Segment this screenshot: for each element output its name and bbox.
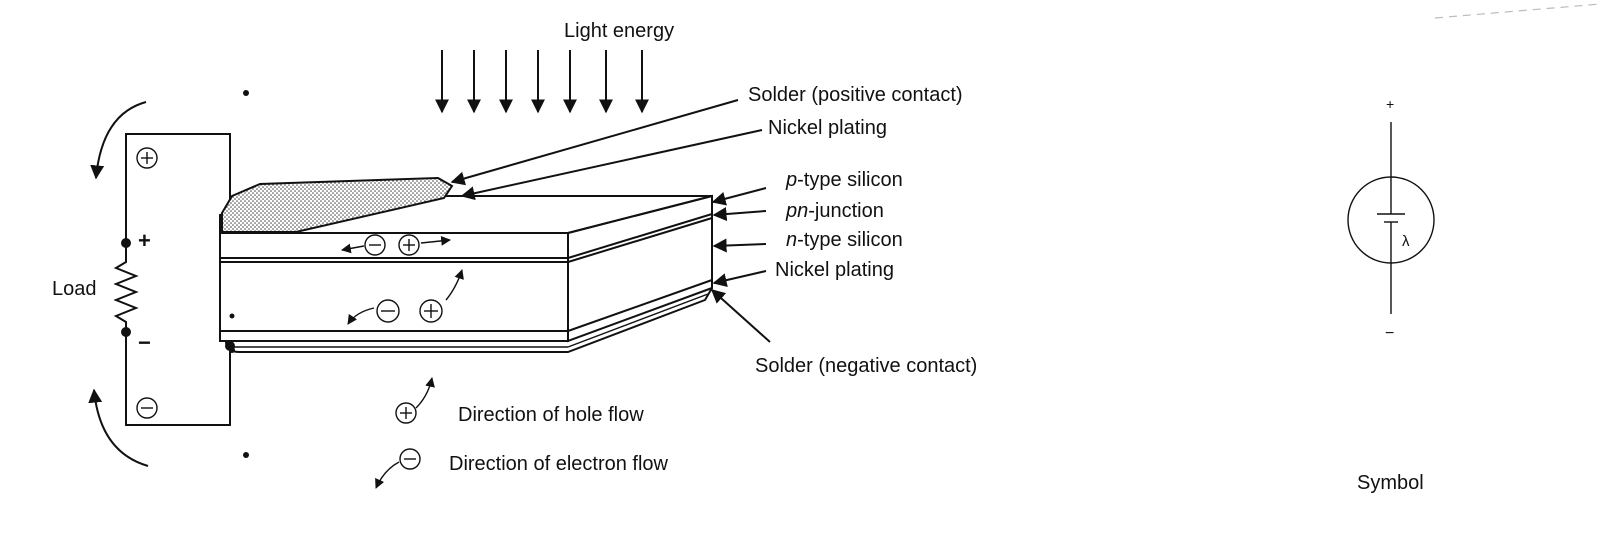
p-type-silicon-label: p-type silicon <box>785 169 903 191</box>
terminal-dot <box>121 327 131 337</box>
current-arrow-top <box>90 101 147 180</box>
carrier-hole-icon <box>419 299 443 323</box>
electron-arrow <box>347 307 375 325</box>
solar-cell-symbol: + λ − <box>1347 96 1435 342</box>
hole-arrow <box>445 269 464 301</box>
load-label: Load <box>52 278 97 300</box>
legend-electron-icon <box>375 448 421 489</box>
front-face <box>219 232 569 342</box>
nickel-plating-top-label: Nickel plating <box>768 117 887 139</box>
symbol-lambda: λ <box>1402 233 1410 250</box>
current-arrow-bottom <box>88 388 149 467</box>
light-energy-label: Light energy <box>564 20 674 42</box>
nickel-plating-bottom-label: Nickel plating <box>775 259 894 281</box>
circled-minus-icon <box>136 397 158 419</box>
legend-electron-flow-label: Direction of electron flow <box>449 453 669 475</box>
top-solder <box>221 176 454 233</box>
solar-cell-block <box>219 176 713 353</box>
pn-junction-label: pn-junction <box>785 200 884 222</box>
carrier-electron-icon <box>376 299 400 323</box>
hole-arrow <box>420 236 451 246</box>
terminal-dot <box>121 238 131 248</box>
carrier-hole-icon <box>398 234 420 256</box>
load-plus-sign: + <box>138 228 151 253</box>
scan-dashed-line <box>1434 3 1600 19</box>
carrier-electron-icon <box>364 234 386 256</box>
legend-hole-icon <box>395 377 435 424</box>
circled-plus-icon <box>136 147 158 169</box>
load-minus-sign: − <box>138 330 151 355</box>
legend-hole-flow-label: Direction of hole flow <box>458 404 644 426</box>
load-resistor <box>113 243 139 332</box>
electron-arrow <box>341 243 365 254</box>
leader-lines <box>450 99 771 343</box>
symbol-minus-sign: − <box>1385 325 1394 342</box>
light-arrows <box>435 50 649 114</box>
symbol-caption: Symbol <box>1357 472 1424 494</box>
solder-negative-label: Solder (negative contact) <box>755 355 977 377</box>
solder-positive-label: Solder (positive contact) <box>748 84 963 106</box>
symbol-plus-sign: + <box>1386 96 1394 112</box>
carriers <box>341 234 464 325</box>
n-type-silicon-label: n-type silicon <box>786 229 903 251</box>
